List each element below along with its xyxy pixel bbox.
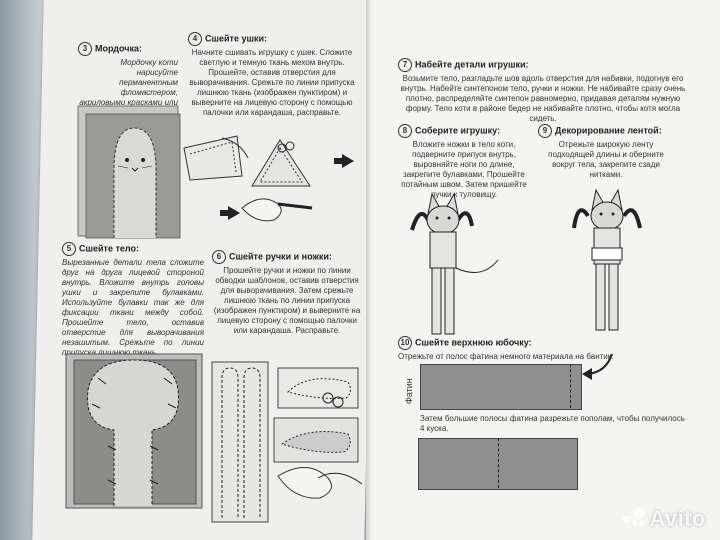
- step-title: Сшейте тело:: [79, 243, 139, 254]
- limbs-sewing-illustration: [211, 361, 363, 523]
- body-pinned-illustration: [65, 353, 203, 509]
- ears-sewing-illustration: [183, 135, 313, 222]
- step-number: 3: [78, 42, 92, 56]
- step-title: Соберите игрушку:: [415, 125, 501, 136]
- step-text: Отрежьте широкую ленту подходящей длины …: [548, 140, 664, 179]
- arrow-icon: [220, 206, 240, 220]
- step-title: Мордочка:: [95, 43, 142, 54]
- step-title: Сшейте ручки и ножки:: [229, 251, 332, 262]
- watermark-text: Avito: [649, 506, 706, 531]
- step-number: 7: [398, 58, 412, 72]
- step-number: 5: [62, 242, 76, 256]
- step-title: Набейте детали игрушки:: [415, 59, 529, 70]
- step-text: Затем большие полосы фатина разрежьте по…: [420, 414, 685, 433]
- avito-watermark: Avito: [623, 506, 706, 532]
- step-number: 9: [538, 124, 552, 138]
- tulle-strip-short: [420, 364, 582, 410]
- step-number: 4: [188, 32, 202, 46]
- step-text: Начните сшивать игрушку с ушек. Сложите …: [189, 48, 355, 117]
- face-template-illustration: [77, 105, 181, 239]
- step-text: Вырезанные детали тела сложите друг на д…: [62, 258, 204, 357]
- step-number: 10: [398, 336, 412, 350]
- step-text: Возьмите тело, разгладьте шов вдоль отве…: [400, 74, 686, 123]
- step-title: Декорирование лентой:: [555, 125, 662, 136]
- page-fold: [366, 0, 372, 540]
- step-text: Отрежьте от полос фатина немного материа…: [398, 352, 614, 361]
- assembled-cat-illustration: [410, 192, 499, 335]
- step-title: Сшейте верхнюю юбочку:: [415, 337, 532, 348]
- step-number: 6: [212, 250, 226, 264]
- cut-line: [570, 364, 571, 408]
- step-number: 8: [398, 124, 412, 138]
- avito-logo-icon: [623, 507, 646, 529]
- step-text: Прошейте ручки и ножки по линии обводки …: [213, 266, 361, 335]
- step-text: Вложите ножки в тело коти, подверните пр…: [401, 140, 527, 199]
- tulle-label: Фатин: [404, 378, 414, 404]
- arrow-icon: [334, 154, 354, 168]
- curved-arrow-icon: [582, 353, 613, 380]
- step-title: Сшейте ушки:: [205, 33, 267, 44]
- cut-line: [498, 438, 499, 488]
- step-10-continued: Затем большие полосы фатина разрежьте по…: [420, 412, 690, 434]
- ribbon-cat-illustration: [572, 188, 642, 331]
